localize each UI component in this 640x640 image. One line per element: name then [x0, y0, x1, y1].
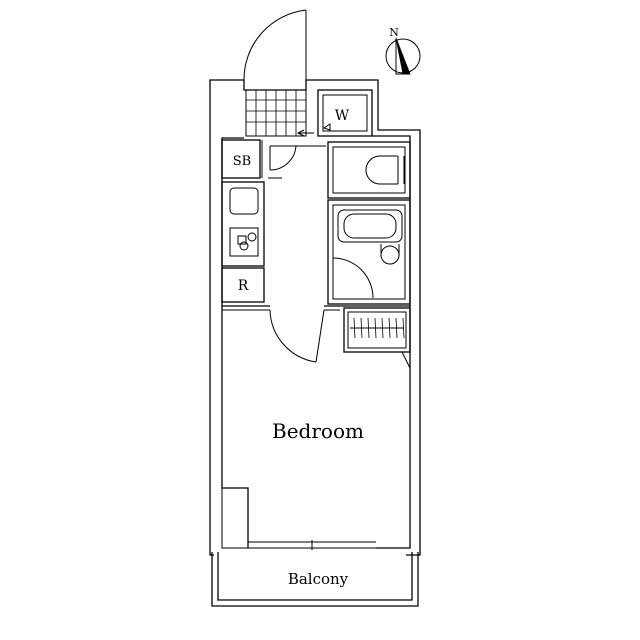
- north-arrow: N: [385, 26, 421, 75]
- hall-door: [268, 145, 326, 179]
- bedroom: Bedroom: [272, 419, 364, 443]
- balcony-window: [248, 540, 376, 550]
- bathroom: [327, 199, 411, 305]
- closet: [343, 307, 411, 369]
- toilet-room: [327, 141, 411, 199]
- shoe-box-label: SB: [233, 154, 251, 169]
- balcony: Balcony: [211, 552, 419, 607]
- bedroom-label: Bedroom: [272, 419, 364, 443]
- washer-label: W: [335, 108, 350, 124]
- fridge-space: R: [221, 267, 265, 303]
- north-label: N: [389, 26, 399, 39]
- fridge-label: R: [238, 278, 249, 294]
- entry-tiles: [245, 89, 314, 137]
- balcony-label: Balcony: [288, 570, 349, 588]
- washer-space: W: [317, 89, 373, 137]
- exterior-walls: [209, 79, 421, 556]
- bedroom-door: [222, 305, 410, 363]
- kitchen: [221, 181, 265, 267]
- entry-door: [243, 9, 307, 81]
- shoe-box: SB: [221, 139, 263, 179]
